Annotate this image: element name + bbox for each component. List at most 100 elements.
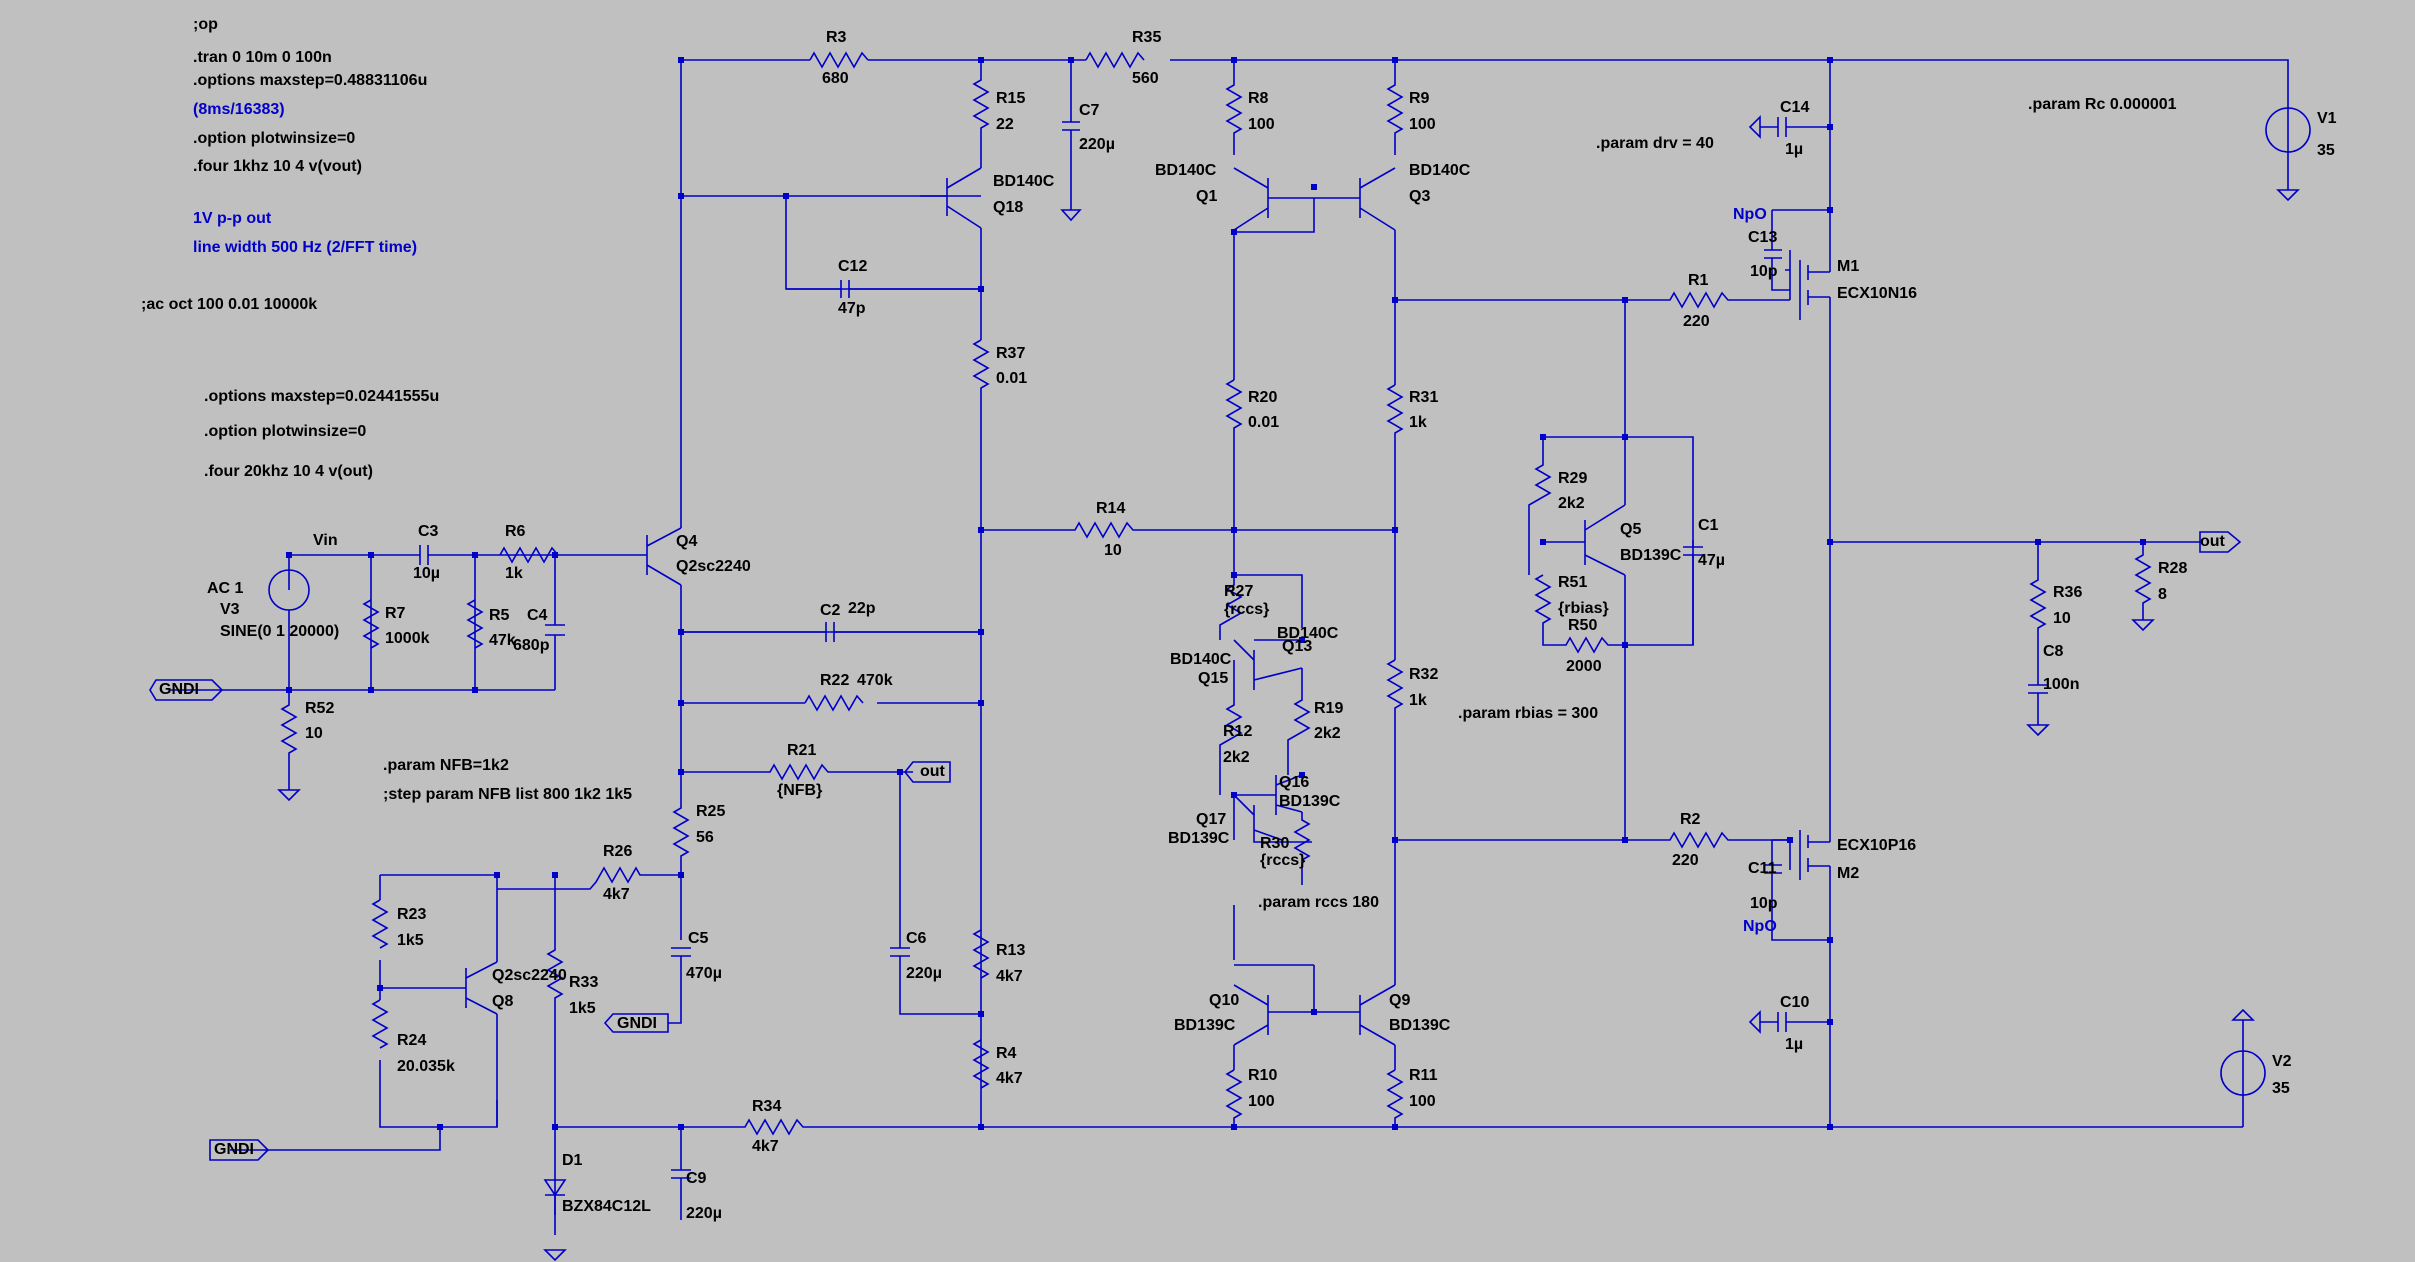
r35-name: R35 [1132, 29, 1162, 46]
r19-value: 2k2 [1314, 725, 1341, 742]
directive-plotwin2: .option plotwinsize=0 [204, 423, 367, 440]
flags [149, 531, 2242, 1161]
directive-tran: .tran 0 10m 0 100n [193, 49, 332, 66]
r51-name: R51 [1558, 574, 1588, 591]
v2-value: 35 [2272, 1080, 2290, 1097]
m2-model: ECX10P16 [1837, 837, 1917, 854]
q15-model: BD140C [1170, 651, 1232, 668]
d1-model: BZX84C12L [562, 1198, 651, 1215]
src-sine: SINE(0 1 20000) [220, 623, 340, 640]
m1-model: ECX10N16 [1837, 285, 1918, 302]
r19-name: R19 [1314, 700, 1344, 717]
r21-name: R21 [787, 742, 817, 759]
r33-name: R33 [569, 974, 599, 991]
c4-name: C4 [527, 607, 548, 624]
m1-name: M1 [1837, 258, 1860, 275]
q9-name: Q9 [1389, 992, 1411, 1009]
directive-maxstep1: .options maxstep=0.48831106u [193, 72, 428, 89]
r2-name: R2 [1680, 811, 1701, 828]
r30-name: R30 [1260, 835, 1290, 852]
c11-name: C11 [1748, 860, 1777, 877]
r50-value: 2000 [1566, 658, 1602, 675]
r33-value: 1k5 [569, 1000, 596, 1017]
r32-value: 1k [1409, 692, 1427, 709]
src-ac1: AC 1 [207, 580, 244, 597]
c12-value: 47p [838, 300, 866, 317]
r28-value: 8 [2158, 586, 2167, 603]
r34-name: R34 [752, 1098, 782, 1115]
c14-name: C14 [1780, 99, 1810, 116]
directive-maxstep2: .options maxstep=0.02441555u [204, 388, 440, 405]
c9-value: 220µ [686, 1205, 722, 1222]
r11-name: R11 [1409, 1067, 1438, 1084]
r36-value: 10 [2053, 610, 2071, 627]
c14-value: 1µ [1785, 141, 1804, 158]
r51-value: {rbias} [1558, 600, 1609, 617]
r24-value: 20.035k [397, 1058, 455, 1075]
q3-model: BD140C [1409, 162, 1471, 179]
c8-name: C8 [2043, 643, 2064, 660]
r22-name: R22 [820, 672, 850, 689]
r28-name: R28 [2158, 560, 2188, 577]
q8-name: Q8 [492, 993, 514, 1010]
r23-name: R23 [397, 906, 427, 923]
r37-value: 0.01 [996, 370, 1028, 387]
npo-label-1: NpO [1733, 206, 1767, 223]
r6-name: R6 [505, 523, 526, 540]
q1-model: BD140C [1155, 162, 1217, 179]
r25-value: 56 [696, 829, 714, 846]
r1-name: R1 [1688, 272, 1709, 289]
q13-model: BD140C [1277, 625, 1339, 642]
r10-name: R10 [1248, 1067, 1278, 1084]
r4-value: 4k7 [996, 1070, 1023, 1087]
r21-value: {NFB} [777, 782, 823, 799]
c13-name: C13 [1748, 229, 1778, 246]
q18-model: BD140C [993, 173, 1055, 190]
r20-value: 0.01 [1248, 414, 1280, 431]
q17-name: Q17 [1196, 811, 1227, 828]
flag-out-1: out [920, 763, 945, 780]
r24-name: R24 [397, 1032, 427, 1049]
src-v3: V3 [220, 601, 240, 618]
r25-name: R25 [696, 803, 726, 820]
q16-name: Q16 [1279, 774, 1310, 791]
q15-name: Q15 [1198, 670, 1229, 687]
voltage-sources [268, 107, 2311, 1096]
r26-name: R26 [603, 843, 633, 860]
q13-name: Q13 [1282, 638, 1313, 655]
c12-name: C12 [838, 258, 868, 275]
c10-value: 1µ [1785, 1036, 1804, 1053]
r8-name: R8 [1248, 90, 1269, 107]
r35-value: 560 [1132, 70, 1159, 87]
comment-ratio: (8ms/16383) [193, 101, 285, 118]
c4-value: 680p [513, 637, 550, 654]
r52-value: 10 [305, 725, 323, 742]
q3-name: Q3 [1409, 188, 1431, 205]
r34-value: 4k7 [752, 1138, 779, 1155]
c6-value: 220µ [906, 965, 942, 982]
c3-name: C3 [418, 523, 439, 540]
c2-value: 22p [848, 600, 876, 617]
c3-value: 10µ [413, 565, 441, 582]
r8-value: 100 [1248, 116, 1275, 133]
r29-value: 2k2 [1558, 495, 1585, 512]
r52-name: R52 [305, 700, 335, 717]
c1-value: 47µ [1698, 552, 1726, 569]
q9-model: BD139C [1389, 1017, 1451, 1034]
r4-name: R4 [996, 1045, 1017, 1062]
r26-value: 4k7 [603, 886, 630, 903]
d1-name: D1 [562, 1152, 583, 1169]
directive-plotwin1: .option plotwinsize=0 [193, 130, 356, 147]
directive-drv: .param drv = 40 [1596, 135, 1714, 152]
flag-gndi-3: GNDI [214, 1141, 254, 1158]
q5-name: Q5 [1620, 521, 1642, 538]
c6-name: C6 [906, 930, 927, 947]
r15-name: R15 [996, 90, 1026, 107]
directive-rccs: .param rccs 180 [1258, 894, 1379, 911]
q8-model: Q2sc2240 [492, 967, 567, 984]
r31-value: 1k [1409, 414, 1427, 431]
r11-value: 100 [1409, 1093, 1436, 1110]
net-vin: Vin [313, 532, 338, 549]
flag-gndi-1: GNDI [159, 681, 199, 698]
